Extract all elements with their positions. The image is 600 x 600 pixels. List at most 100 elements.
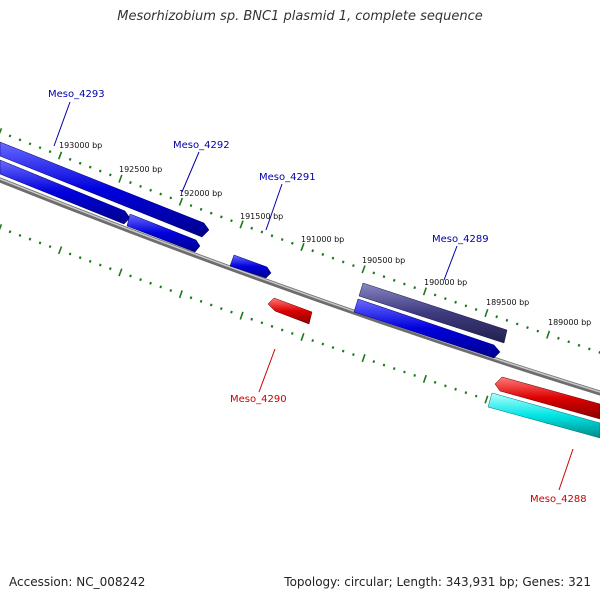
map-title: Mesorhizobium sp. BNC1 plasmid 1, comple… <box>117 9 483 24</box>
sequence-backbone-highlight <box>0 178 600 393</box>
minor-tick <box>159 285 163 289</box>
gene-arrow[interactable] <box>126 213 201 253</box>
minor-tick <box>199 299 203 303</box>
major-tick <box>178 290 183 299</box>
tick-label: 192000 bp <box>179 189 222 198</box>
minor-tick <box>18 233 22 237</box>
minor-tick <box>433 380 437 384</box>
minor-tick <box>108 267 112 271</box>
minor-tick <box>169 289 173 292</box>
minor-tick <box>588 347 591 351</box>
gene-arrow[interactable] <box>229 254 272 279</box>
tick-label: 191500 bp <box>240 212 283 221</box>
minor-tick <box>230 219 233 223</box>
major-tick <box>422 374 427 383</box>
major-tick <box>178 197 184 206</box>
minor-tick <box>219 307 223 311</box>
gene-labels: Meso_4293 Meso_4292 Meso_4291 Meso_4290 … <box>48 89 587 505</box>
gene-label-meso-4288[interactable]: Meso_4288 <box>530 494 587 505</box>
tick-label: 189500 bp <box>486 298 529 307</box>
minor-tick <box>444 297 447 301</box>
minor-tick <box>129 274 132 278</box>
minor-tick <box>454 387 457 391</box>
minor-tick <box>331 346 335 350</box>
gene-arrow[interactable] <box>487 392 600 439</box>
minor-tick <box>209 303 213 307</box>
minor-tick <box>8 230 12 234</box>
minor-tick <box>230 310 233 314</box>
major-tick <box>484 309 489 318</box>
minor-tick <box>149 188 153 192</box>
gene-label-meso-4292[interactable]: Meso_4292 <box>173 140 230 151</box>
gene-label-meso-4290[interactable]: Meso_4290 <box>230 394 287 405</box>
minor-tick <box>311 249 315 253</box>
gene-arrow[interactable] <box>0 159 131 225</box>
minor-tick <box>139 278 142 282</box>
gene-arrow[interactable] <box>267 297 313 325</box>
minor-tick <box>270 324 274 328</box>
gene-label-meso-4293[interactable]: Meso_4293 <box>48 89 105 100</box>
topology-summary: Topology: circular; Length: 343,931 bp; … <box>284 575 591 589</box>
minor-tick <box>515 322 519 326</box>
major-tick <box>546 330 551 339</box>
gene-meso-4289[interactable] <box>353 282 508 359</box>
tick-label: 190000 bp <box>424 278 467 287</box>
minor-tick <box>88 259 92 263</box>
gene-arrow[interactable] <box>358 282 508 344</box>
gene-meso-4293[interactable] <box>0 141 210 238</box>
minor-tick <box>108 173 112 177</box>
minor-tick <box>536 329 540 333</box>
gene-meso-4292[interactable] <box>126 213 201 253</box>
minor-tick <box>38 241 42 245</box>
major-tick <box>239 220 244 229</box>
minor-tick <box>444 384 447 388</box>
minor-tick <box>250 226 254 230</box>
minor-tick <box>88 165 92 169</box>
gene-meso-4291[interactable] <box>229 254 272 279</box>
minor-tick <box>464 304 468 308</box>
minor-tick <box>321 252 325 256</box>
tick-label: 191000 bp <box>301 235 344 244</box>
gene-arrow[interactable] <box>353 298 501 359</box>
minor-tick <box>189 204 193 208</box>
gene-meso-4290[interactable] <box>267 297 313 325</box>
leader-line <box>53 101 71 147</box>
leader-line <box>265 183 283 231</box>
gene-label-meso-4289[interactable]: Meso_4289 <box>432 234 489 245</box>
minor-tick <box>567 340 571 344</box>
minor-tick <box>68 252 72 256</box>
minor-tick <box>372 271 376 275</box>
sequence-backbone <box>0 177 600 396</box>
minor-tick <box>290 331 294 335</box>
gene-label-meso-4291[interactable]: Meso_4291 <box>259 172 316 183</box>
minor-tick <box>28 237 32 241</box>
ruler-labels: 193000 bp 192500 bp 192000 bp 191500 bp … <box>59 141 591 327</box>
minor-tick <box>78 256 82 260</box>
minor-tick <box>557 336 560 340</box>
minor-tick <box>48 245 52 249</box>
major-tick <box>484 395 489 404</box>
minor-tick <box>382 275 386 279</box>
minor-tick <box>280 238 284 241</box>
gene-arrow[interactable] <box>0 141 210 238</box>
minor-tick <box>505 318 509 322</box>
major-tick <box>0 224 3 231</box>
minor-tick <box>433 293 437 297</box>
leader-line <box>443 245 458 281</box>
minor-tick <box>403 282 406 286</box>
gene-leader-lines <box>53 101 574 491</box>
gene-meso-4288[interactable] <box>487 376 600 439</box>
minor-tick <box>392 367 396 371</box>
minor-tick <box>38 146 42 150</box>
tick-label: 192500 bp <box>119 165 162 174</box>
minor-tick <box>209 211 213 215</box>
minor-tick <box>321 342 325 346</box>
minor-tick <box>311 339 315 343</box>
minor-tick <box>189 296 193 300</box>
tick-label: 193000 bp <box>59 141 102 150</box>
minor-tick <box>372 360 376 364</box>
gene-arrow[interactable] <box>494 376 600 420</box>
minor-tick <box>260 321 264 325</box>
minor-tick <box>280 328 284 332</box>
